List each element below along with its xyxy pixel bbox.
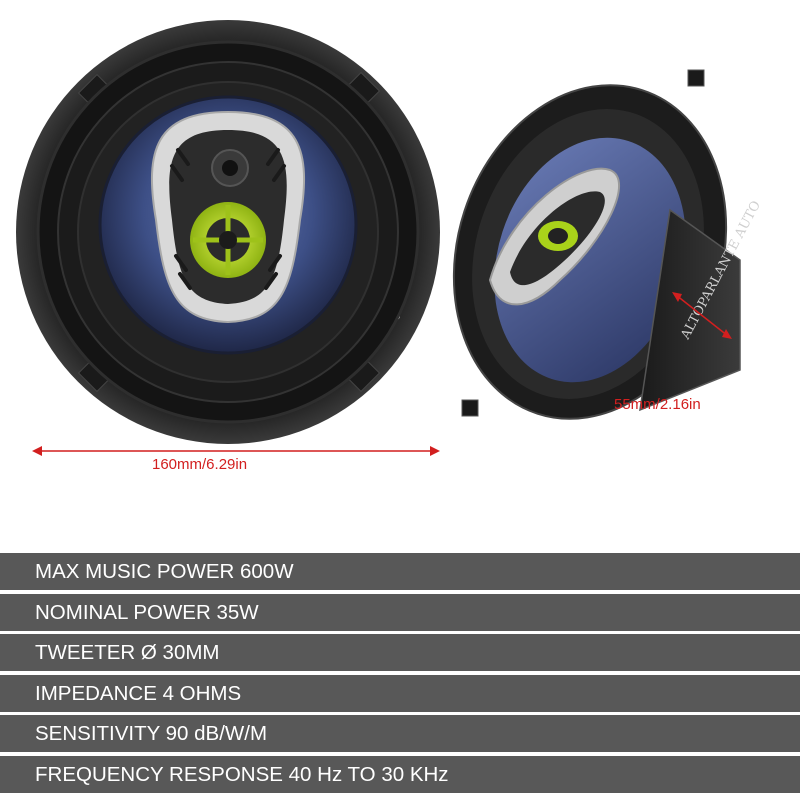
- spec-nominal-power: NOMINAL POWER 35W: [0, 593, 800, 631]
- product-image-area: ALTOPARLANTE AUTO 160mm/6.29in 55mm/2.16…: [16, 20, 760, 473]
- spec-max-music-power: MAX MUSIC POWER 600W: [0, 553, 800, 590]
- width-dimension-arrow: [32, 446, 440, 456]
- depth-dimension-arrow: [672, 292, 732, 339]
- spec-tweeter: TWEETER Ø 30MM: [0, 634, 800, 671]
- spec-frequency-response: FREQUENCY RESPONSE 40 Hz TO 30 KHz: [0, 755, 800, 793]
- spec-sensitivity: SENSITIVITY 90 dB/W/M: [0, 715, 800, 752]
- magnet: [639, 208, 741, 412]
- width-dimension-label: 160mm/6.29in: [152, 456, 248, 473]
- speaker-front-view: [16, 20, 440, 456]
- speaker-side-view: ALTOPARLANTE AUTO: [452, 69, 760, 420]
- spec-impedance: IMPEDANCE 4 OHMS: [0, 674, 800, 712]
- depth-dimension-label: 55mm/2.16in: [614, 396, 701, 413]
- spec-list: MAX MUSIC POWER 600W NOMINAL POWER 35W T…: [0, 553, 800, 796]
